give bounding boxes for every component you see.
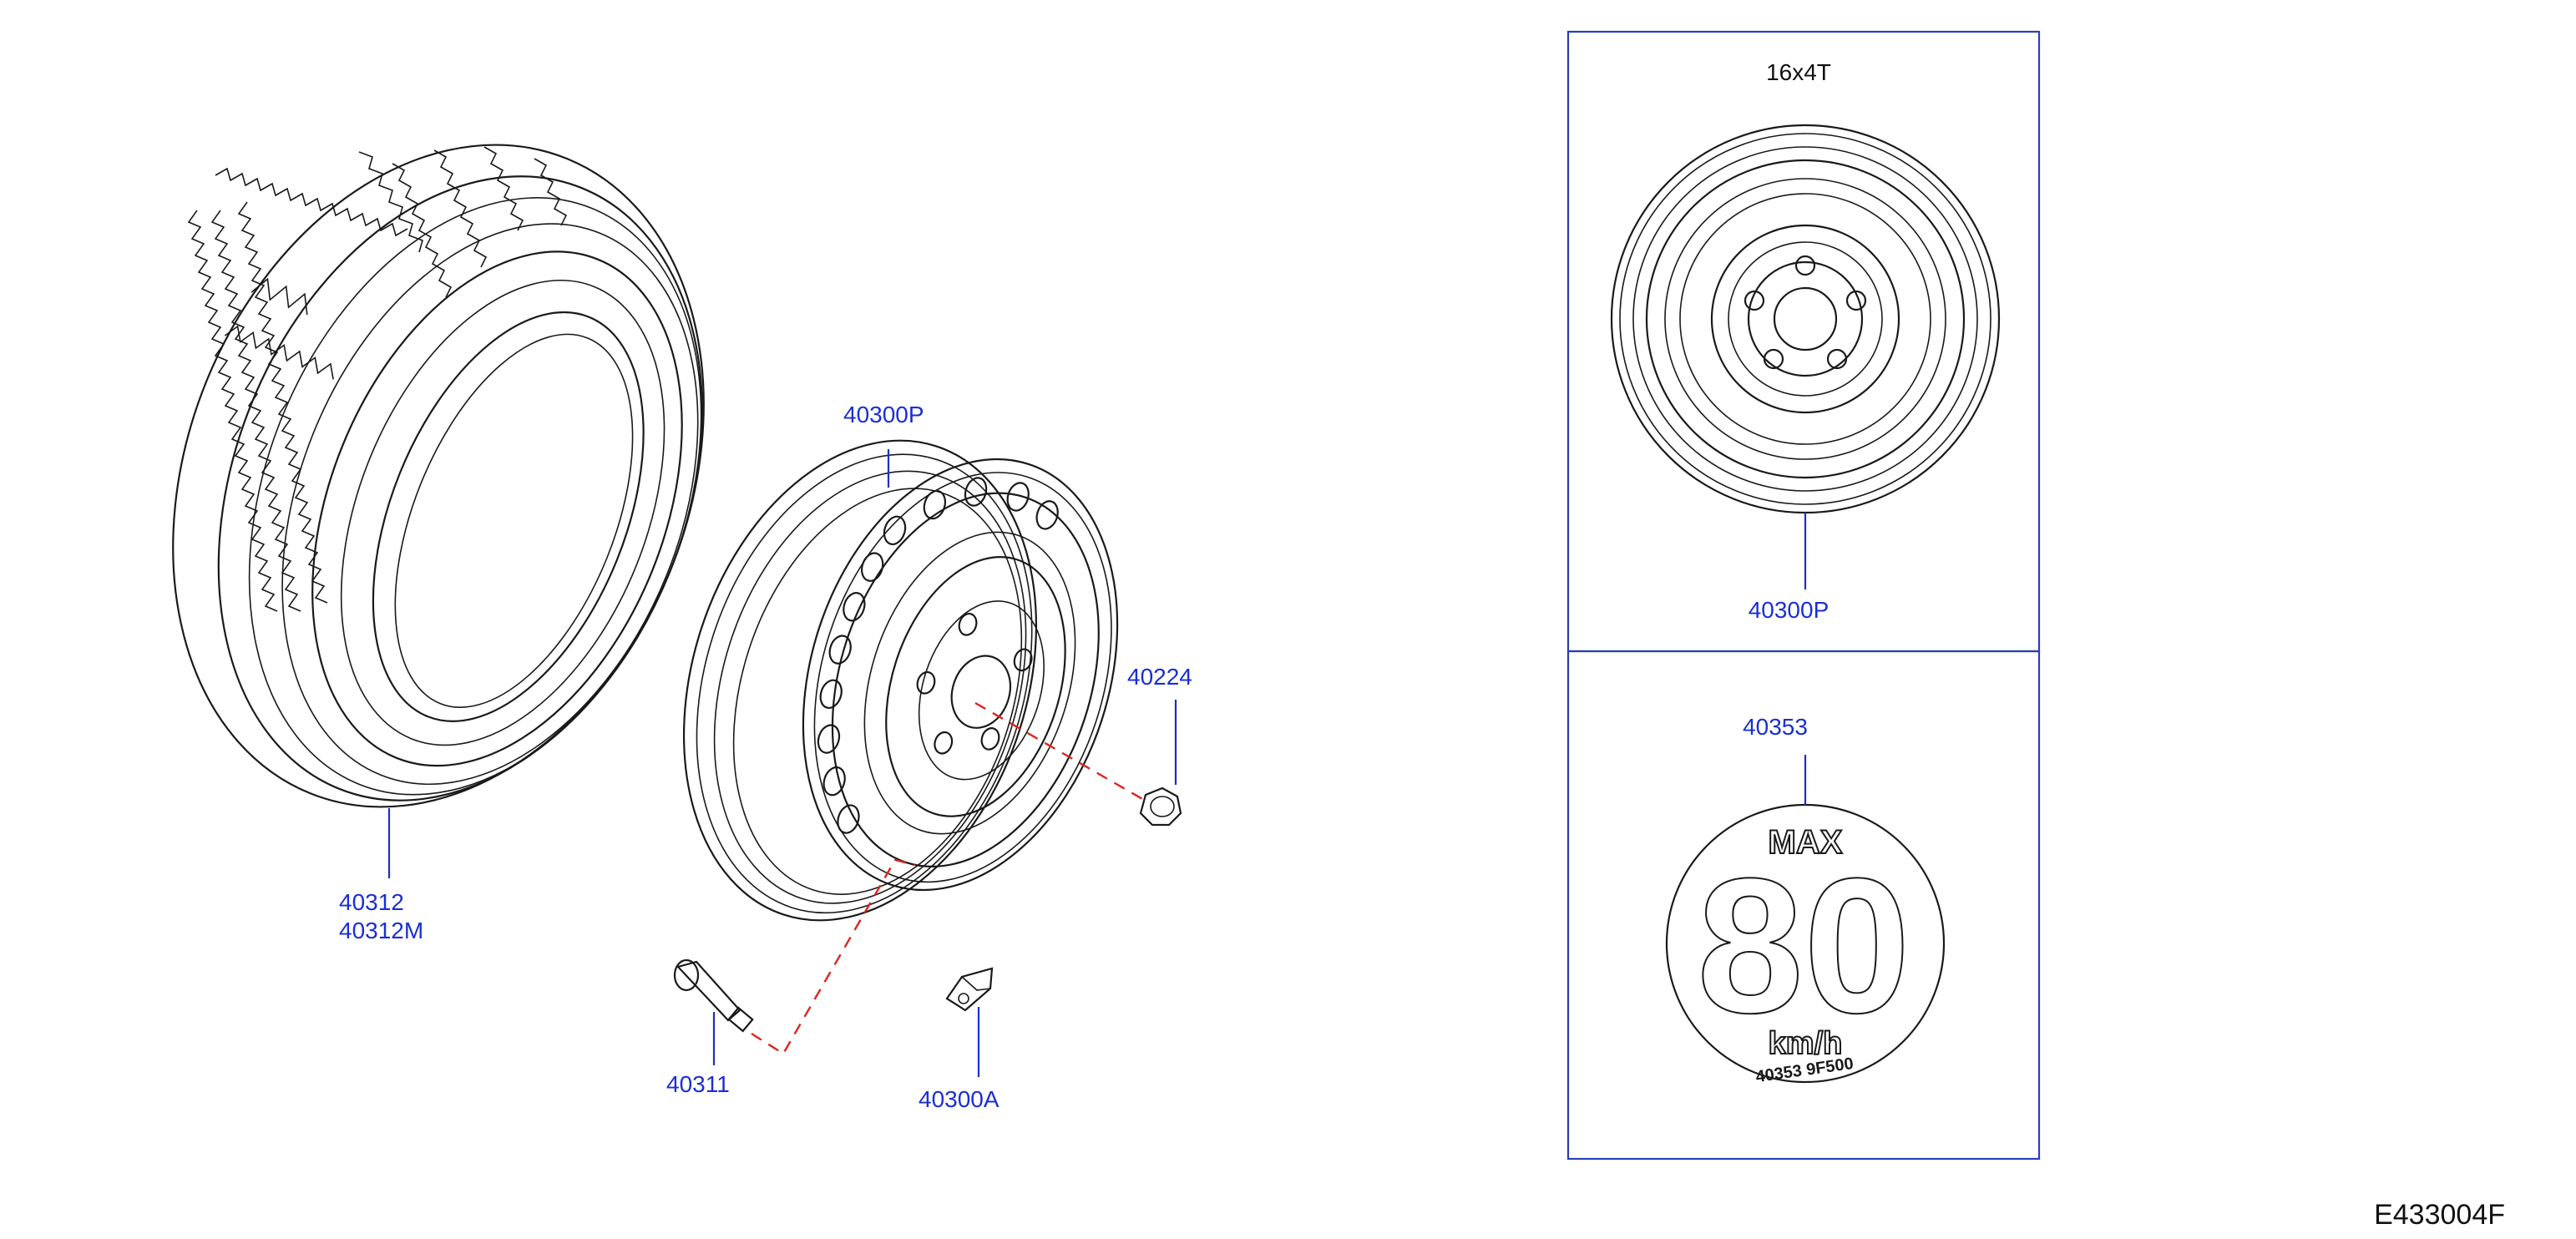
valve-part-number[interactable]: 40311 xyxy=(666,1071,730,1097)
tire-part-number[interactable]: 40312 xyxy=(339,889,404,915)
document-id: E433004F xyxy=(2374,1199,2505,1231)
badge-max-text: MAX xyxy=(1769,824,1843,861)
badge-speed-value: 80 xyxy=(1697,838,1910,1053)
badge-unit-text: km/h xyxy=(1769,1026,1843,1061)
weight-part-number[interactable]: 40300A xyxy=(919,1086,1000,1112)
speed-label-frame xyxy=(1566,650,2041,1161)
wheel-nut-drawing xyxy=(974,700,1182,827)
speed-label-part-number[interactable]: 40353 xyxy=(1743,714,1808,740)
nut-part-number[interactable]: 40224 xyxy=(1127,664,1192,690)
spare-wheel-front-view xyxy=(1610,124,2001,589)
spare-wheel-size: 16x4T xyxy=(1766,59,1831,85)
tire-drawing xyxy=(172,144,705,878)
spare-wheel-part-number[interactable]: 40300P xyxy=(1749,597,1830,623)
tire-tread-pattern xyxy=(187,146,568,612)
tire-alt-part-number[interactable]: 40312M xyxy=(339,918,423,943)
balance-weight-drawing xyxy=(945,967,994,1077)
wheel-drawing xyxy=(682,439,1119,922)
valve-stem-drawing xyxy=(673,858,916,1065)
wheel-part-number[interactable]: 40300P xyxy=(843,402,924,427)
speed-label-badge: MAX 80 km/h 40353 9F500 xyxy=(1665,755,1946,1086)
